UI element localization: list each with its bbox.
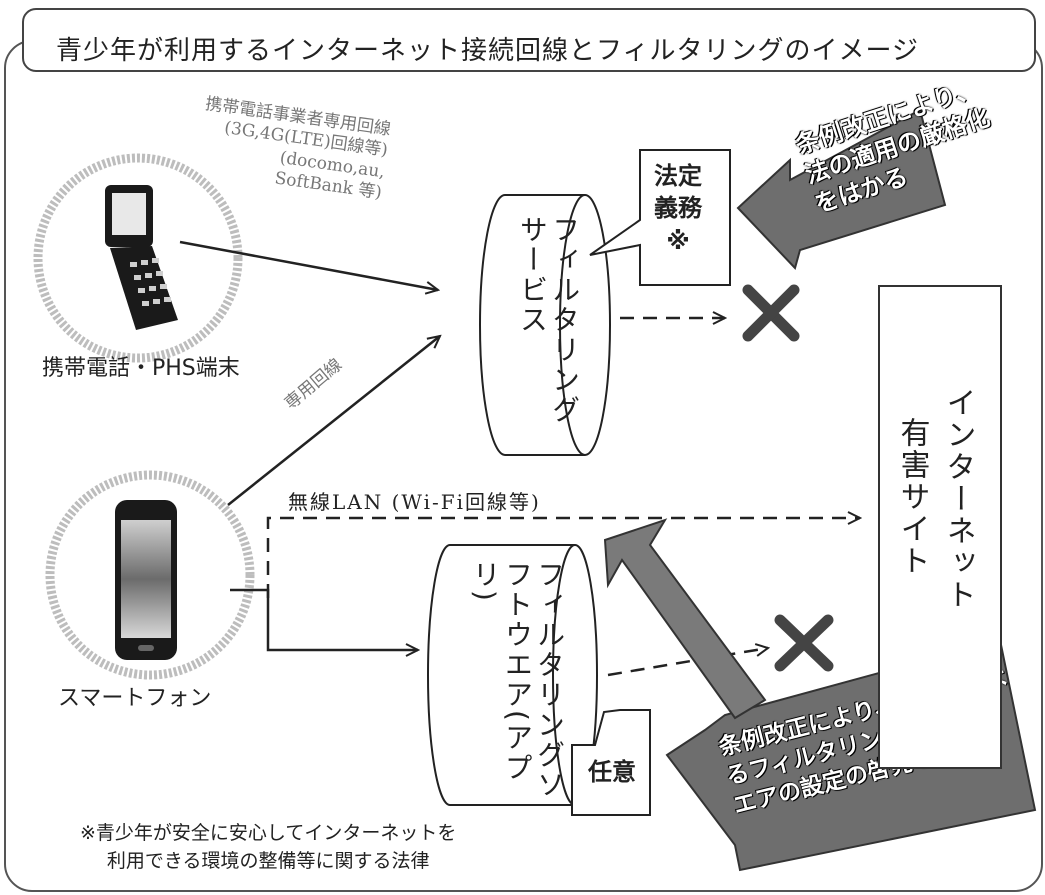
mobile-halo (33, 153, 243, 363)
title-box: 青少年が利用するインターネット接続回線とフィルタリングのイメージ (22, 8, 1036, 72)
filter-service-label: フィルタリングサービス (515, 215, 581, 425)
destination-line1: インターネット (940, 387, 976, 611)
filter-software-label: フィルタリングソフトウエア(アプリ) (468, 560, 566, 800)
block-x-bottom (774, 614, 834, 672)
wifi-label: 無線LAN (Wi-Fi回線等) (288, 490, 541, 514)
mandatory-text: 法定 義務 ※ (654, 162, 702, 255)
top-callout-arrow (736, 108, 947, 270)
dedicated-arrow (227, 336, 440, 506)
mobile-label: 携帯電話・PHS端末 (42, 356, 240, 381)
carrier-arrow (179, 240, 438, 290)
mandatory-bubble (589, 149, 731, 286)
diagonal-arrow (603, 518, 767, 720)
flip-phone-icon (105, 185, 178, 330)
software-arrow (230, 588, 418, 650)
software-block-arrow (607, 648, 768, 677)
optional-text: 任意 (588, 758, 636, 786)
wifi-arrow (266, 518, 860, 598)
smartphone-icon (115, 500, 177, 660)
smartphone-halo (45, 470, 255, 680)
smartphone-label: スマートフォン (58, 686, 212, 711)
filter-software-cylinder (427, 544, 598, 806)
footnote: ※青少年が安全に安心してインターネットを 利用できる環境の整備等に関する法律 (80, 822, 457, 872)
optional-bubble (571, 709, 651, 816)
internet-harmful-box: インターネット 有害サイト (878, 285, 1002, 769)
diagram-title: 青少年が利用するインターネット接続回線とフィルタリングのイメージ (56, 36, 919, 66)
block-x-top (742, 284, 800, 342)
destination-line2: 有害サイト (894, 417, 930, 577)
